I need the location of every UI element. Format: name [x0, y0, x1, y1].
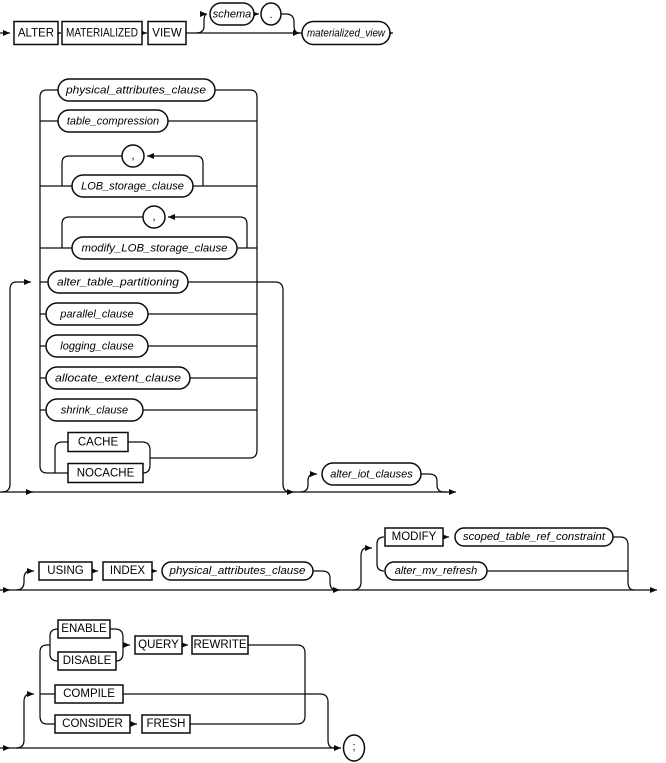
- connector-line: [305, 693, 335, 749]
- connector-line: [376, 536, 385, 572]
- node-cache: CACHE: [67, 431, 129, 453]
- node-compile-label: COMPILE: [63, 688, 115, 700]
- node-materialized-view: materialized_view: [301, 20, 391, 46]
- connector-line: [281, 13, 300, 36]
- connector-line: [1, 279, 31, 493]
- node-scoped-table-ref-constraint-label: scoped_table_ref_constraint: [463, 531, 606, 543]
- connector-line: [15, 568, 34, 591]
- node-alter-table-partitioning-label: alter_table_partitioning: [57, 277, 180, 289]
- node-disable: DISABLE: [57, 651, 117, 671]
- node-modify-lob-storage-clause: modify_LOB_storage_clause: [71, 236, 238, 260]
- node-index: INDEX: [102, 561, 153, 581]
- node-using-label: USING: [47, 565, 83, 577]
- node-allocate-extent-clause: allocate_extent_clause: [45, 366, 191, 390]
- connector-line: [54, 441, 68, 473]
- node-lob-storage-clause: LOB_storage_clause: [71, 174, 194, 198]
- node-table-compression: table_compression: [57, 109, 169, 133]
- connector-line: [421, 473, 447, 493]
- node-nocache: NOCACHE: [67, 462, 144, 484]
- node-view-label: VIEW: [152, 28, 182, 40]
- node-rewrite: REWRITE: [191, 635, 249, 655]
- node-semicolon: ;: [342, 734, 366, 762]
- node-alter-iot-clauses: alter_iot_clauses: [321, 462, 422, 486]
- connector-line: [313, 570, 340, 593]
- connector-line: [49, 628, 59, 662]
- node-physical-attributes-clause: physical_attributes_clause: [57, 78, 216, 102]
- node-parallel-clause: parallel_clause: [45, 302, 149, 326]
- connector-line: [39, 644, 50, 653]
- node-lob-comma-label: ,: [131, 150, 134, 162]
- node-parallel-clause-label: parallel_clause: [59, 309, 133, 321]
- node-consider: CONSIDER: [54, 714, 131, 734]
- row3-connectors: [0, 534, 657, 593]
- connector-line: [257, 281, 294, 495]
- node-modify-lob-storage-clause-label: modify_LOB_storage_clause: [82, 243, 228, 255]
- node-cache-label: CACHE: [78, 437, 119, 449]
- node-physical-attributes-clause-2: physical_attributes_clause: [161, 561, 314, 581]
- node-materialized: MATERIALIZED: [61, 20, 143, 46]
- node-modify-label: MODIFY: [392, 531, 437, 543]
- node-fresh: FRESH: [141, 714, 191, 734]
- connector-line: [61, 155, 122, 186]
- connector-line: [39, 652, 55, 725]
- node-alter: ALTER: [13, 20, 59, 46]
- row4-connectors: [0, 628, 341, 751]
- row2-connectors: [0, 89, 456, 495]
- node-scoped-table-ref-constraint: scoped_table_ref_constraint: [454, 527, 614, 547]
- connector-line: [147, 153, 204, 186]
- node-physical-attributes-clause-2-label: physical_attributes_clause: [168, 565, 305, 577]
- connector-line: [168, 214, 248, 248]
- node-disable-label: DISABLE: [63, 655, 112, 667]
- node-modify: MODIFY: [384, 527, 444, 547]
- node-alter-mv-refresh-label: alter_mv_refresh: [395, 565, 478, 577]
- connector-line: [299, 471, 317, 493]
- node-shrink-clause-label: shrink_clause: [61, 405, 128, 417]
- node-table-compression-label: table_compression: [67, 116, 159, 128]
- node-using: USING: [38, 561, 93, 581]
- node-query-label: QUERY: [138, 639, 179, 651]
- node-shrink-clause: shrink_clause: [45, 398, 144, 422]
- node-modify-lob-comma-label: ,: [152, 211, 155, 223]
- node-physical-attributes-clause-label: physical_attributes_clause: [65, 85, 206, 97]
- row1-connectors: [0, 11, 393, 36]
- connector-line: [195, 11, 208, 34]
- node-semicolon-label: ;: [352, 741, 355, 753]
- connector-line: [190, 644, 306, 725]
- node-query: QUERY: [134, 635, 183, 655]
- node-modify-lob-comma: ,: [142, 205, 166, 229]
- node-schema-label: schema: [213, 9, 252, 21]
- node-view: VIEW: [147, 20, 187, 46]
- node-rewrite-label: REWRITE: [193, 639, 246, 651]
- node-schema: schema: [209, 2, 255, 26]
- node-compile: COMPILE: [54, 684, 124, 704]
- node-dot-label: .: [269, 9, 272, 21]
- node-alter-table-partitioning: alter_table_partitioning: [47, 270, 189, 294]
- connector-line: [15, 691, 34, 749]
- node-enable: ENABLE: [57, 619, 111, 639]
- node-fresh-label: FRESH: [147, 718, 186, 730]
- node-enable-label: ENABLE: [61, 623, 107, 635]
- node-dot: .: [260, 2, 282, 26]
- connector-line: [150, 89, 258, 459]
- node-logging-clause-label: logging_clause: [60, 341, 133, 353]
- connector-line: [61, 216, 143, 248]
- connector-line: [613, 536, 635, 591]
- node-logging-clause: logging_clause: [45, 334, 149, 358]
- node-alter-mv-refresh: alter_mv_refresh: [384, 561, 488, 581]
- node-alter-iot-clauses-label: alter_iot_clauses: [330, 469, 413, 481]
- connector-line: [352, 545, 372, 591]
- node-nocache-label: NOCACHE: [77, 468, 135, 480]
- node-materialized-view-label: materialized_view: [307, 28, 386, 40]
- node-consider-label: CONSIDER: [62, 718, 123, 730]
- node-allocate-extent-clause-label: allocate_extent_clause: [55, 373, 181, 385]
- node-materialized-label: MATERIALIZED: [66, 28, 138, 40]
- connector-line: [128, 441, 151, 474]
- connector-line: [110, 628, 124, 662]
- node-lob-storage-clause-label: LOB_storage_clause: [81, 181, 184, 193]
- node-lob-comma: ,: [121, 144, 145, 168]
- node-alter-label: ALTER: [18, 28, 54, 40]
- node-index-label: INDEX: [110, 565, 145, 577]
